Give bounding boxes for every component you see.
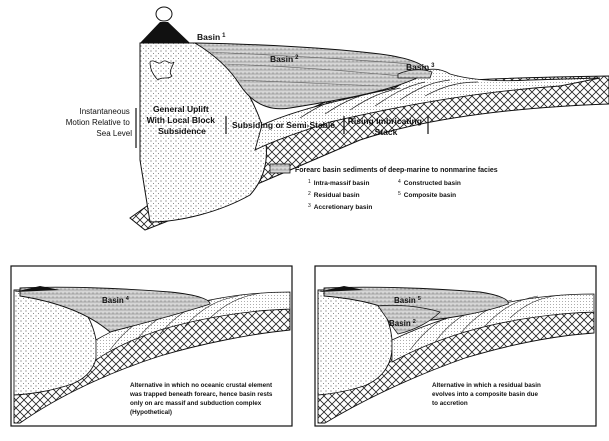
main-cross-section <box>129 6 609 231</box>
legend: Forearc basin sediments of deep-marine t… <box>269 163 498 211</box>
uplift-label: General Uplift With Local Block Subsiden… <box>147 104 218 136</box>
subsiding-label: Subsiding or Semi-Stable <box>232 120 335 130</box>
volcano-icon <box>140 22 190 43</box>
panel-left-caption: Alternative in which no oceanic crustal … <box>129 382 274 416</box>
panel-right-caption: Alternative in which a residual basin ev… <box>432 382 543 407</box>
rising-label: Rising Imbricating Stack <box>348 116 425 137</box>
volcanic-plume-icon <box>155 6 173 22</box>
subduction-complex <box>254 68 601 151</box>
motion-label: Instantaneous Motion Relative to Sea Lev… <box>66 107 132 138</box>
legend-swatch <box>269 163 291 174</box>
forearc-basin-sediments <box>193 42 429 110</box>
legend-swatch-label: Forearc basin sediments of deep-marine t… <box>295 167 498 174</box>
